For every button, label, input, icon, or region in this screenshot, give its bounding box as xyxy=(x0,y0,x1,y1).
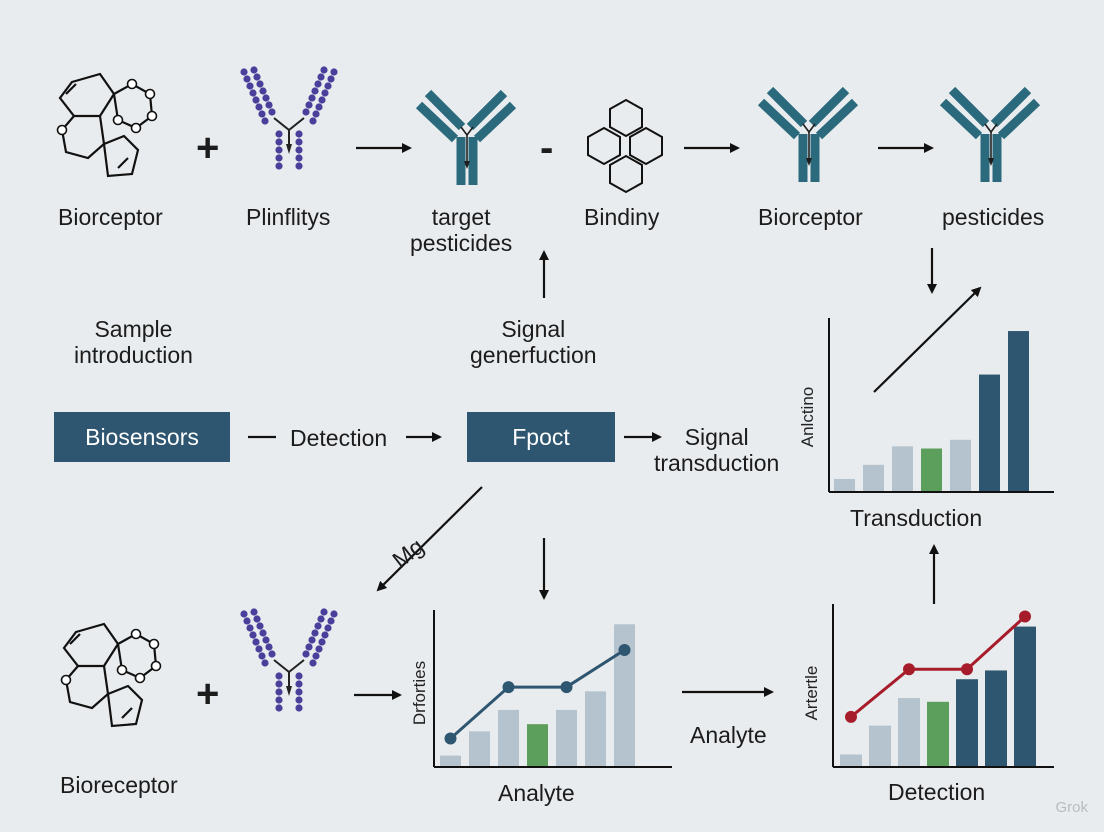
chart-series-line xyxy=(449,648,626,740)
label-analyte-arrow: Analyte xyxy=(690,722,767,748)
chart-ylabel-artertle: Artertle xyxy=(802,665,821,721)
chart-point xyxy=(903,663,915,676)
chart-bar xyxy=(898,698,920,766)
chart-point xyxy=(1019,610,1031,623)
chart-bar xyxy=(614,624,635,766)
antibody-bead-icon xyxy=(239,65,339,171)
plus-operator: + xyxy=(196,672,220,716)
label-plinflitys: Plinflitys xyxy=(246,204,331,230)
chart-bar xyxy=(440,755,461,766)
watermark: Grok xyxy=(1055,799,1088,816)
antibody-icon xyxy=(419,93,513,185)
label-signal-transduction: Signal transduction xyxy=(654,424,780,476)
chart-bar xyxy=(527,724,548,766)
chart-bar xyxy=(921,448,942,491)
chart-caption-detection: Detection xyxy=(888,779,986,805)
minus-operator: - xyxy=(540,126,554,170)
chart-bar xyxy=(863,464,884,491)
antibody-icon xyxy=(761,90,855,182)
label-detection-arrow: Detection xyxy=(290,425,388,451)
chart-bar xyxy=(498,709,519,766)
antibody-bead-icon xyxy=(239,607,339,713)
chart-point xyxy=(845,710,857,723)
chart-ylabel-drforties: Drforties xyxy=(410,660,429,726)
label-sample-introduction: Sample introduction xyxy=(74,316,193,368)
chart-point xyxy=(560,681,573,694)
chart-bar xyxy=(469,731,490,766)
chart-bar xyxy=(956,679,978,766)
chart-bar xyxy=(1008,331,1029,491)
chart-bar xyxy=(556,709,577,766)
plus-operator: + xyxy=(196,126,220,170)
chart-caption-analyte: Analyte xyxy=(498,780,575,806)
chart-bar xyxy=(585,691,606,766)
label-target-pesticides: target pesticides xyxy=(410,204,513,256)
molecule-icon xyxy=(56,72,158,178)
chart-bar xyxy=(950,439,971,491)
chart-bar xyxy=(979,374,1000,491)
molecule-icon xyxy=(60,622,162,728)
chart-point xyxy=(502,681,515,694)
arrow-diagonal-down xyxy=(376,486,483,592)
chart-bar xyxy=(869,725,891,766)
chart-bar xyxy=(834,478,855,491)
chart-point xyxy=(444,732,457,745)
chart-bar xyxy=(1014,626,1036,766)
chart-ylabel-anlctino: Anlctino xyxy=(798,386,817,448)
label-biorceptor: Biorceptor xyxy=(58,204,163,230)
label-signal-generation: Signal generfuction xyxy=(470,316,597,368)
label-bindiny: Bindiny xyxy=(584,204,660,230)
antibody-icon xyxy=(943,90,1037,182)
chart-point xyxy=(961,663,973,676)
chart-point xyxy=(618,643,631,656)
chart-bar xyxy=(985,670,1007,766)
label-bioreceptor: Bioreceptor xyxy=(60,772,178,798)
box-biosensors: Biosensors xyxy=(54,412,230,462)
label-pesticides: pesticides xyxy=(942,204,1045,230)
box-fpoct: Fpoct xyxy=(467,412,615,462)
label-biorceptor: Biorceptor xyxy=(758,204,863,230)
chart-caption-transduction: Transduction xyxy=(850,505,983,531)
chart-series-line xyxy=(850,615,1027,719)
arrow-diagonal-up xyxy=(873,286,982,393)
chart-bar xyxy=(840,754,862,766)
hexagon-cluster-icon xyxy=(587,98,663,194)
chart-bar xyxy=(892,446,913,491)
chart-bar xyxy=(927,701,949,766)
